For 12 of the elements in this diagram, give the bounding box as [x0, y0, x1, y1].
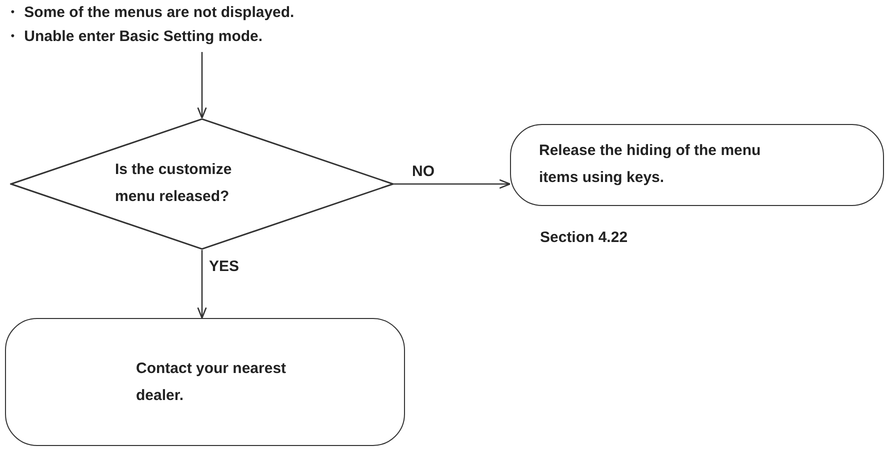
bullet-item: ・ Some of the menus are not displayed. — [5, 3, 294, 23]
bullet-item: ・ Unable enter Basic Setting mode. — [5, 27, 263, 47]
arrow — [197, 250, 207, 319]
arrow — [394, 179, 511, 189]
action-text: Contact your nearest dealer. — [136, 359, 288, 406]
arrow — [197, 52, 207, 119]
action-box — [510, 124, 884, 206]
decision-diamond — [10, 118, 394, 250]
terminal-box — [5, 318, 405, 446]
decision-text: Is the customize menu released? — [115, 160, 233, 207]
action-text: Release the hiding of the menu items using keys. — [539, 141, 762, 188]
reference-note: Section 4.22 — [540, 228, 628, 248]
